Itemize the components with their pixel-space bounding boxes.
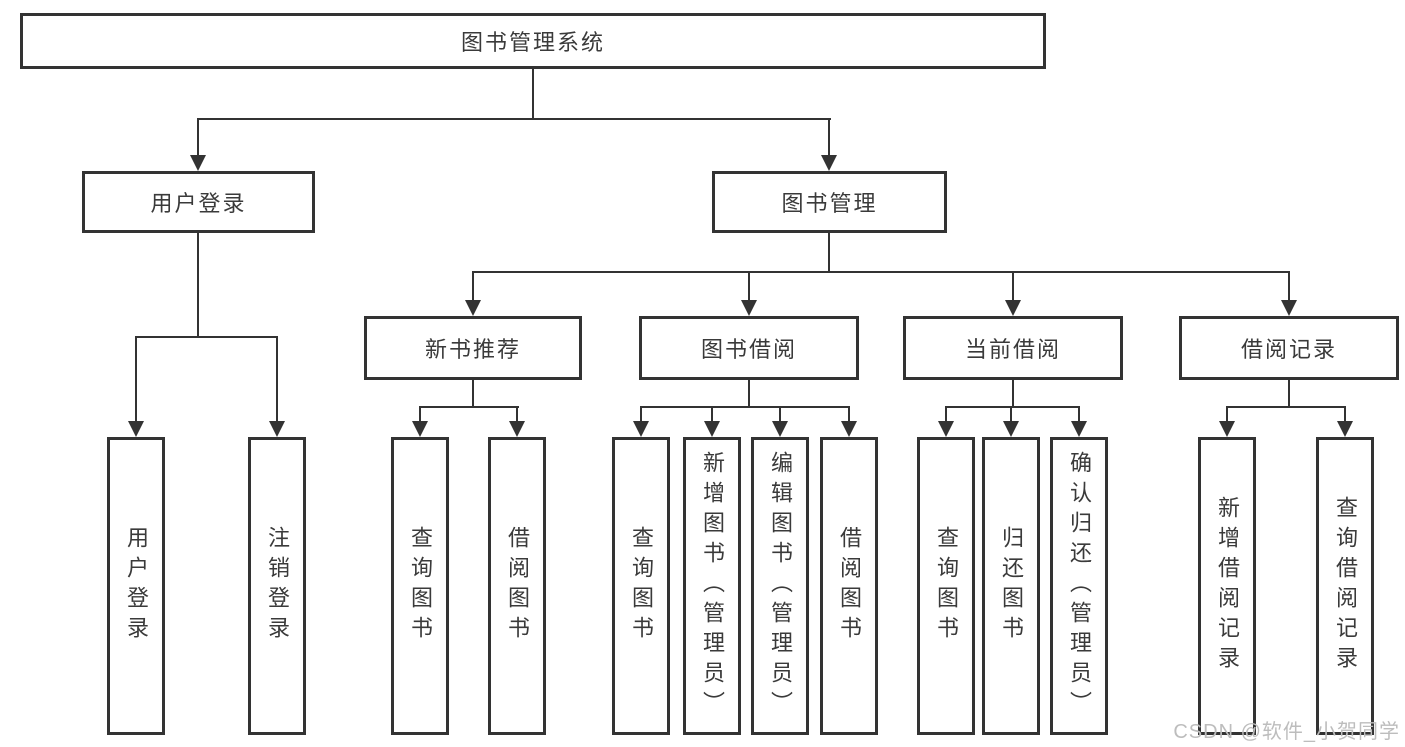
node-label: 图书管理 xyxy=(781,191,878,216)
arrowhead-icon xyxy=(509,421,525,437)
arrowhead-icon xyxy=(128,421,144,437)
connector-line xyxy=(419,406,421,421)
node-label: 图书管理系统 xyxy=(460,30,605,55)
leaf-label: 归还图书 xyxy=(999,526,1024,646)
node-book-borrowing: 图书借阅 xyxy=(639,316,859,380)
leaf-add-borrow-record: 新增借阅记录 xyxy=(1198,437,1256,735)
leaf-label: 查询借阅记录 xyxy=(1333,496,1358,676)
leaf-label: 新增借阅记录 xyxy=(1215,496,1240,676)
leaf-query-borrow-record: 查询借阅记录 xyxy=(1316,437,1374,735)
connector-line xyxy=(472,271,474,300)
connector-line xyxy=(1226,406,1346,408)
leaf-label: 查询图书 xyxy=(408,526,433,646)
arrowhead-icon xyxy=(704,421,720,437)
leaf-borrow-book-recommend: 借阅图书 xyxy=(488,437,546,735)
leaf-confirm-return-admin: 确认归还（管理员） xyxy=(1050,437,1108,735)
arrowhead-icon xyxy=(772,421,788,437)
leaf-return-book: 归还图书 xyxy=(982,437,1040,735)
node-borrowing-records: 借阅记录 xyxy=(1179,316,1399,380)
arrowhead-icon xyxy=(633,421,649,437)
leaf-query-book-recommend: 查询图书 xyxy=(391,437,449,735)
leaf-label: 查询图书 xyxy=(629,526,654,646)
arrowhead-icon xyxy=(1005,300,1021,316)
arrowhead-icon xyxy=(821,155,837,171)
arrowhead-icon xyxy=(412,421,428,437)
arrowhead-icon xyxy=(841,421,857,437)
connector-line xyxy=(197,233,199,336)
connector-line xyxy=(516,406,518,421)
connector-line xyxy=(1012,271,1014,300)
node-label: 新书推荐 xyxy=(424,337,521,362)
leaf-label: 查询图书 xyxy=(934,526,959,646)
leaf-label: 用户登录 xyxy=(124,526,149,646)
connector-line xyxy=(135,336,137,421)
arrowhead-icon xyxy=(1003,421,1019,437)
arrowhead-icon xyxy=(465,300,481,316)
leaf-query-book-current: 查询图书 xyxy=(917,437,975,735)
connector-line xyxy=(276,336,278,421)
connector-line xyxy=(945,406,1080,408)
leaf-query-book-borrowing: 查询图书 xyxy=(612,437,670,735)
connector-line xyxy=(748,271,750,300)
node-label: 当前借阅 xyxy=(964,337,1061,362)
leaf-label: 新增图书（管理员） xyxy=(700,451,725,721)
leaf-edit-book-admin: 编辑图书（管理员） xyxy=(751,437,809,735)
node-user-login: 用户登录 xyxy=(82,171,315,233)
connector-line xyxy=(472,380,474,406)
connector-line xyxy=(640,406,850,408)
connector-line xyxy=(1344,406,1346,421)
leaf-label: 借阅图书 xyxy=(837,526,862,646)
arrowhead-icon xyxy=(938,421,954,437)
arrowhead-icon xyxy=(1219,421,1235,437)
connector-line xyxy=(828,233,830,271)
leaf-label: 注销登录 xyxy=(265,526,290,646)
connector-line xyxy=(1078,406,1080,421)
leaf-user-login: 用户登录 xyxy=(107,437,165,735)
arrowhead-icon xyxy=(741,300,757,316)
connector-line xyxy=(197,118,831,120)
leaf-label: 确认归还（管理员） xyxy=(1067,451,1092,721)
connector-line xyxy=(640,406,642,421)
connector-line xyxy=(1288,380,1290,406)
connector-line xyxy=(532,69,534,118)
node-current-borrowing: 当前借阅 xyxy=(903,316,1123,380)
node-library-management-system: 图书管理系统 xyxy=(20,13,1046,69)
leaf-logout-login: 注销登录 xyxy=(248,437,306,735)
connector-line xyxy=(945,406,947,421)
connector-line xyxy=(711,406,713,421)
connector-line xyxy=(848,406,850,421)
node-label: 图书借阅 xyxy=(700,337,797,362)
connector-line xyxy=(748,380,750,406)
arrowhead-icon xyxy=(269,421,285,437)
connector-line xyxy=(197,118,199,157)
connector-line xyxy=(779,406,781,421)
node-book-management: 图书管理 xyxy=(712,171,947,233)
connector-line xyxy=(472,271,1290,273)
connector-line xyxy=(1226,406,1228,421)
arrowhead-icon xyxy=(190,155,206,171)
node-label: 用户登录 xyxy=(150,191,247,216)
connector-line xyxy=(419,406,519,408)
node-label: 借阅记录 xyxy=(1240,337,1337,362)
leaf-label: 编辑图书（管理员） xyxy=(768,451,793,721)
arrowhead-icon xyxy=(1337,421,1353,437)
connector-line xyxy=(828,118,830,157)
connector-line xyxy=(1288,271,1290,300)
arrowhead-icon xyxy=(1281,300,1297,316)
connector-line xyxy=(1010,406,1012,421)
csdn-watermark: CSDN @软件_小贺同学 xyxy=(1173,721,1400,743)
leaf-borrow-book: 借阅图书 xyxy=(820,437,878,735)
leaf-label: 借阅图书 xyxy=(505,526,530,646)
leaf-add-book-admin: 新增图书（管理员） xyxy=(683,437,741,735)
connector-line xyxy=(135,336,278,338)
connector-line xyxy=(1012,380,1014,406)
arrowhead-icon xyxy=(1071,421,1087,437)
node-new-book-recommendation: 新书推荐 xyxy=(364,316,582,380)
